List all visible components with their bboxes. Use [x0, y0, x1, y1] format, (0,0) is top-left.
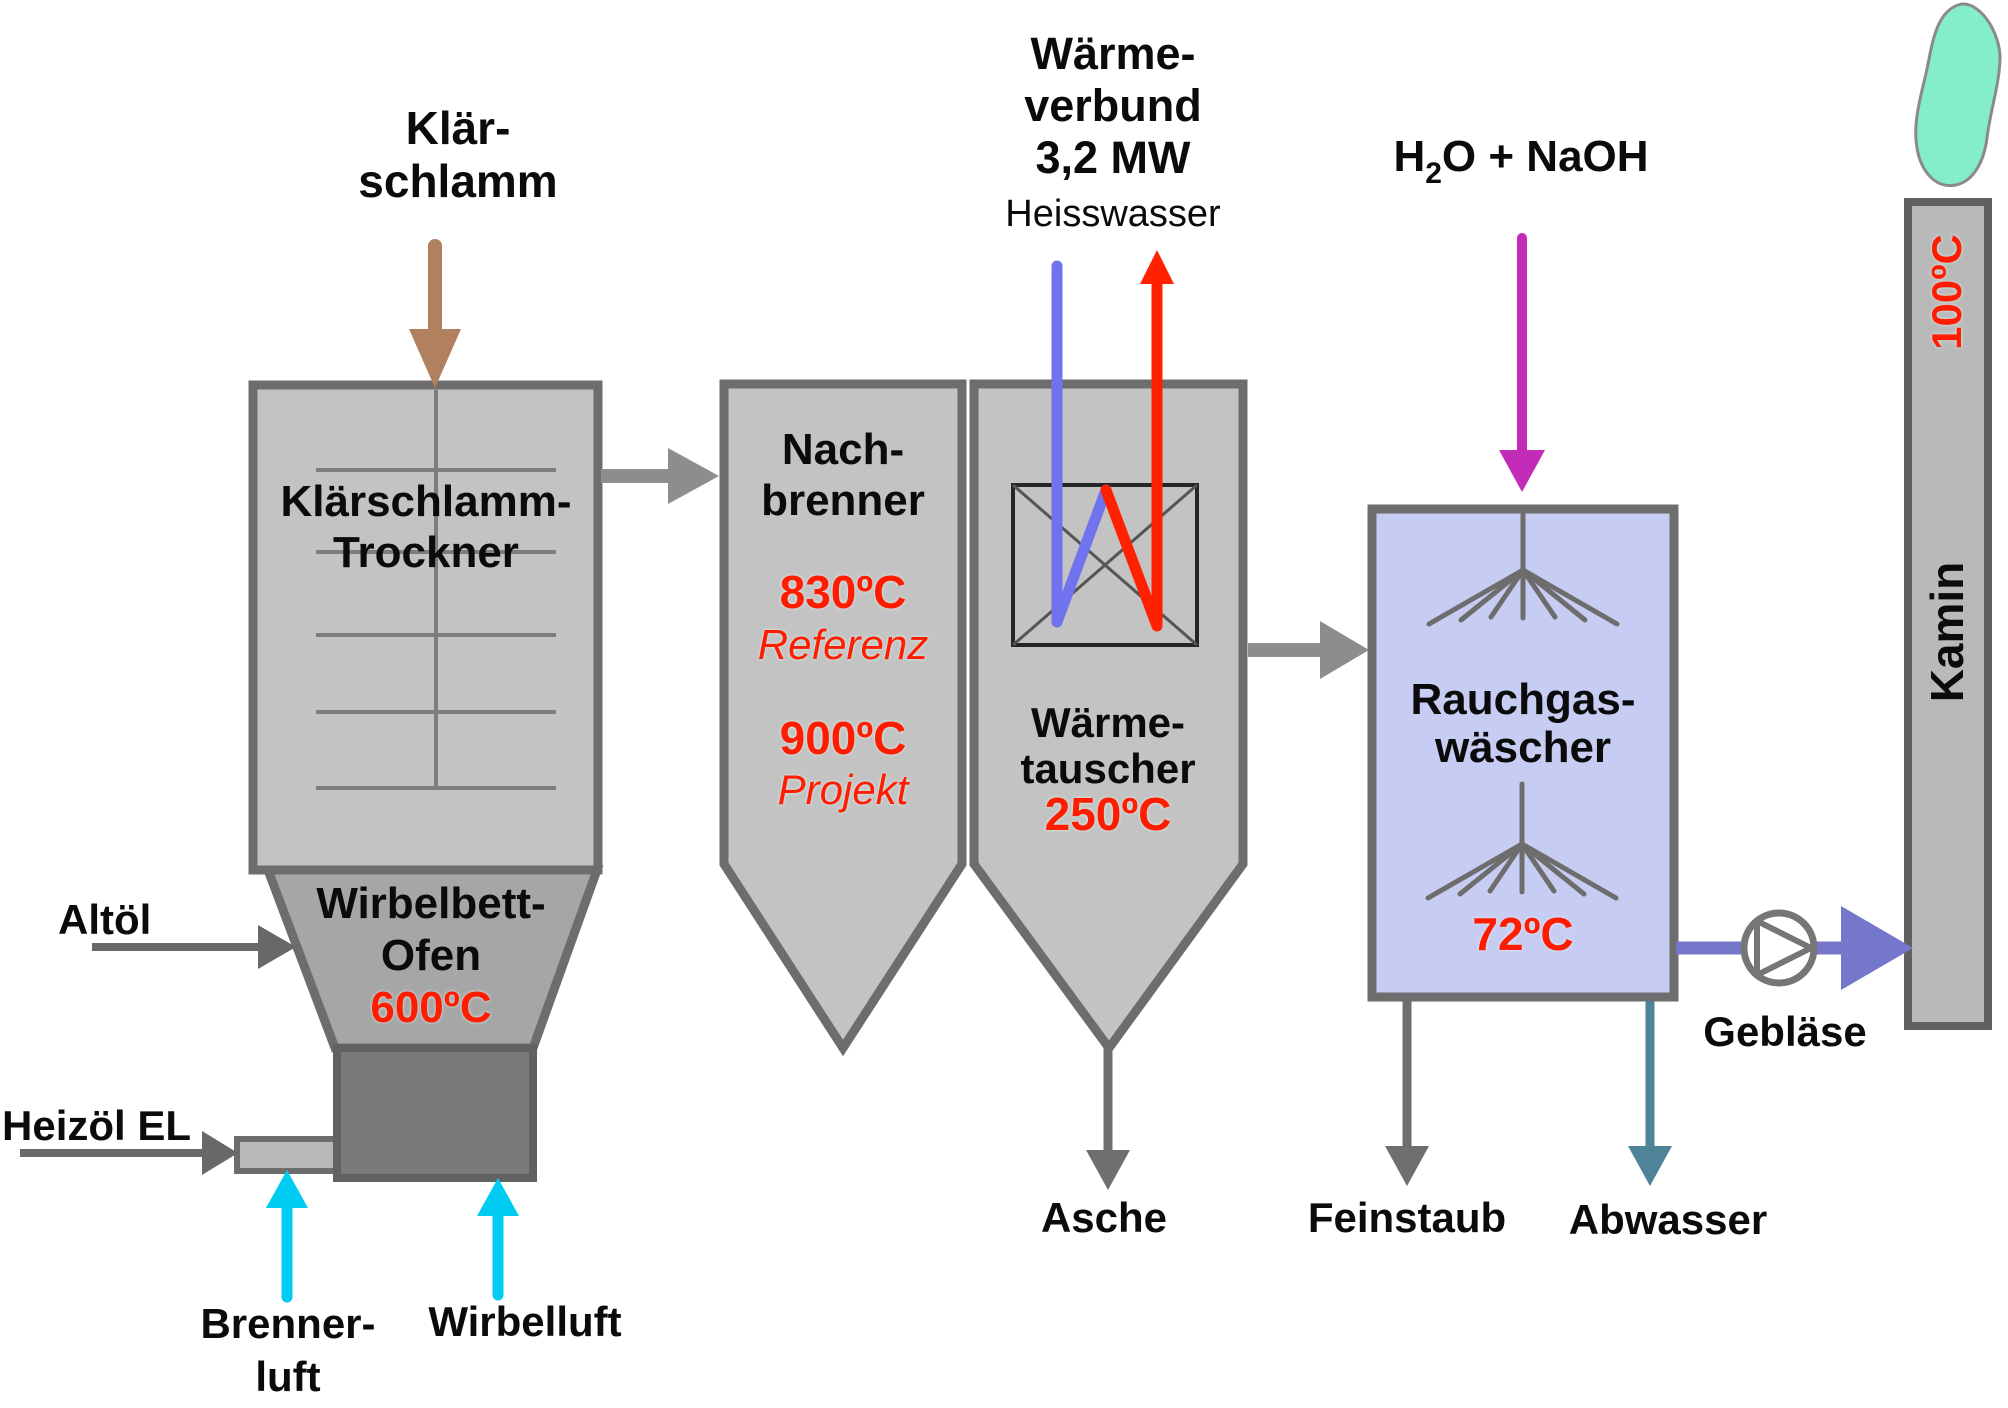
- kamin-temperature: 100ºC: [1923, 234, 1970, 350]
- heizoel-label: Heizöl EL: [2, 1102, 192, 1149]
- cloud-icon: [1914, 2, 2002, 188]
- wirbelluft-label: Wirbelluft: [428, 1298, 622, 1345]
- spray-nozzle-icon-upper: [1426, 509, 1620, 627]
- brennerluft-label: Brenner- luft: [200, 1300, 376, 1400]
- naoh-arrowhead: [1499, 450, 1545, 492]
- altoel-arrowhead: [258, 925, 296, 969]
- asche-label: Asche: [1040, 1194, 1168, 1241]
- heisswasser-cold-line: [1051, 260, 1112, 628]
- abwasser-arrowhead: [1628, 1146, 1672, 1186]
- windbox: [333, 1044, 537, 1182]
- klaerschlamm-label: Klär- schlamm: [358, 102, 558, 208]
- waermeverbund-label: Wärme- verbund 3,2 MW: [1024, 28, 1202, 184]
- waermetauscher-label: Wärme- tauscher: [1020, 699, 1196, 793]
- klaerschlamm-arrowhead: [409, 329, 461, 388]
- waermetauscher-vessel: [969, 379, 1248, 1056]
- heisswasser-hot-line: [1100, 276, 1163, 632]
- trockner-box: [248, 380, 603, 875]
- heat-exchanger-icon: [1011, 483, 1199, 647]
- wirbelbett-temperature: 600ºC: [370, 982, 492, 1032]
- altoel-label: Altöl: [58, 896, 152, 943]
- nachbrenner-temp-reference-note: Referenz: [757, 621, 929, 668]
- spray-nozzle-icon-lower: [1425, 781, 1619, 901]
- kamin-label: Kamin: [1921, 561, 1973, 703]
- rauchgaswaescher-temperature: 72ºC: [1472, 908, 1574, 960]
- heizoel-arrowhead: [202, 1131, 238, 1175]
- trockner-label: Klärschlamm- Trockner: [280, 477, 572, 578]
- wirbelluft-arrowhead: [477, 1178, 519, 1216]
- nachbrenner-temp-reference: 830ºC: [779, 566, 907, 618]
- geblaese-label: Gebläse: [1703, 1008, 1867, 1055]
- heisswasser-label: Heisswasser: [1005, 193, 1221, 235]
- nachbrenner-label: Nach- brenner: [761, 425, 925, 526]
- abwasser-label: Abwasser: [1568, 1196, 1768, 1243]
- nachbrenner-temp-project: 900ºC: [779, 712, 907, 764]
- wirbelbett-label: Wirbelbett- Ofen 600ºC: [316, 879, 546, 1032]
- trockner-vessel: [248, 380, 603, 875]
- nachbrenner-temp-project-note: Projekt: [777, 766, 909, 813]
- brennerluft-arrowhead: [266, 1170, 308, 1208]
- kamin-box: [1904, 198, 1992, 1030]
- feinstaub-arrowhead: [1385, 1146, 1429, 1186]
- burner-pipe: [234, 1136, 342, 1174]
- heisswasser-hot-arrowhead: [1140, 250, 1174, 284]
- rauchgaswaescher-label: Rauchgas- wäscher: [1410, 675, 1636, 773]
- nachbrenner-vessel: [719, 379, 967, 1057]
- waermetauscher-temperature: 250ºC: [1044, 788, 1172, 840]
- feinstaub-label: Feinstaub: [1307, 1194, 1507, 1241]
- blower-pump-icon: [1740, 909, 1818, 987]
- trockner-tray-lines: [316, 390, 556, 790]
- asche-arrowhead: [1086, 1150, 1130, 1190]
- cleangas-arrowhead: [1841, 906, 1913, 990]
- h2o-naoh-label: H2O + NaOH: [1393, 132, 1649, 190]
- trockner-to-nachbrenner-arrowhead: [668, 448, 719, 504]
- waermetauscher-to-waescher-arrowhead: [1320, 621, 1369, 679]
